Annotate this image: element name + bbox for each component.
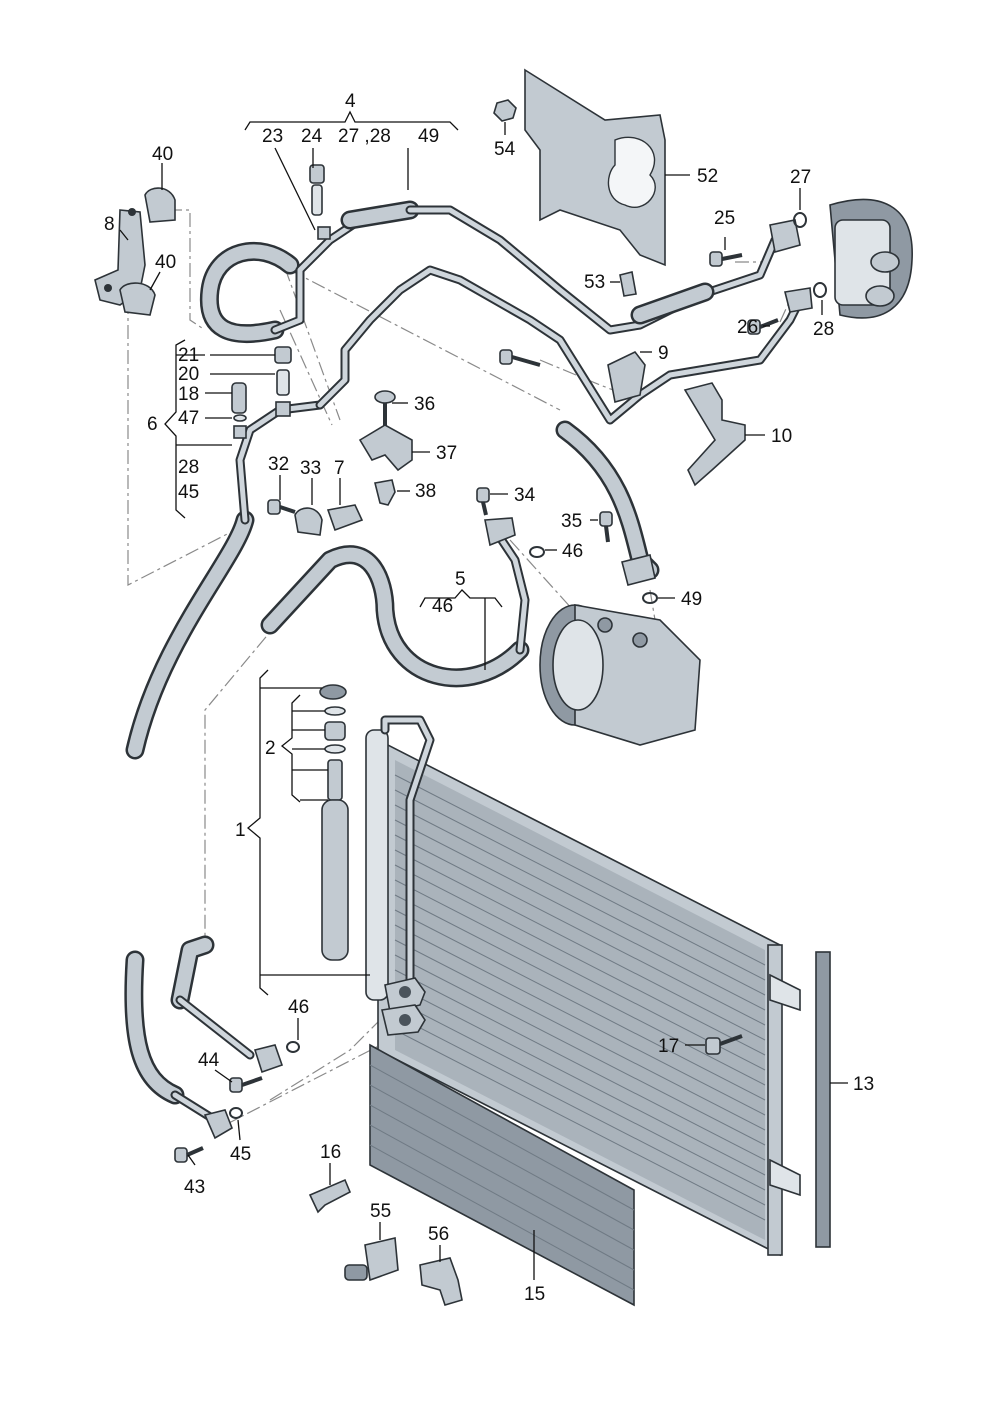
callout-36: 36	[414, 394, 435, 415]
callout-4: 4	[345, 91, 356, 112]
clip-38	[374, 479, 396, 506]
compressor	[539, 604, 701, 746]
seal-27	[793, 212, 807, 228]
bolt-34	[476, 487, 490, 516]
leader-lines	[119, 110, 848, 1280]
callout-16: 16	[320, 1142, 341, 1163]
callout-53: 53	[584, 272, 605, 293]
callout-25: 25	[714, 208, 735, 229]
callout-47: 47	[178, 408, 199, 429]
callout-18: 18	[178, 384, 199, 405]
callout-54: 54	[494, 139, 516, 160]
condenser-fins	[394, 774, 766, 1221]
bolt-17	[705, 1034, 743, 1055]
clip-53	[619, 271, 637, 297]
seal-45	[229, 1107, 243, 1119]
clamp-9	[607, 350, 646, 404]
callout-38: 38	[415, 481, 436, 502]
radiator-grille	[369, 1043, 635, 1307]
callout-43: 43	[184, 1177, 205, 1198]
clamp-40-lower	[119, 282, 156, 316]
valve-23-24	[309, 164, 331, 240]
seal-46-upper	[529, 546, 545, 558]
callout-45b: 45	[230, 1144, 251, 1165]
callout-21: 21	[178, 345, 199, 366]
callout-28b: 28	[178, 457, 199, 478]
callout-17: 17	[658, 1036, 679, 1057]
callout-27-28: 27 ,28	[338, 126, 391, 147]
callout-15: 15	[524, 1284, 545, 1305]
bracket-10	[683, 382, 746, 487]
evaporator-flange	[829, 198, 913, 319]
bolt-44	[229, 1076, 263, 1093]
callout-49b: 49	[681, 589, 702, 610]
seal-49	[642, 592, 658, 604]
refrigerant-line-49	[315, 265, 813, 586]
callout-23: 23	[262, 126, 283, 147]
clip-16	[308, 1178, 352, 1214]
nut-54	[493, 99, 517, 122]
callout-40a: 40	[152, 144, 173, 165]
callout-9: 9	[658, 343, 669, 364]
seal-46-lower	[286, 1041, 300, 1053]
refrigerant-line-5	[170, 517, 530, 1074]
callout-8: 8	[104, 214, 115, 235]
callout-37: 37	[436, 443, 457, 464]
clamp-7	[326, 504, 364, 532]
clamp-33	[294, 507, 323, 536]
condenser	[365, 715, 801, 1257]
seal-strip	[815, 951, 831, 1248]
callout-13: 13	[853, 1074, 874, 1095]
bracket-56	[419, 1257, 463, 1306]
callout-2: 2	[265, 738, 276, 759]
refrigerant-line-6	[124, 400, 325, 1140]
bolt-35	[599, 511, 613, 543]
bracket-37	[358, 424, 413, 472]
bolt-9	[499, 349, 541, 367]
callout-49a: 49	[418, 126, 439, 147]
bolt-32	[267, 499, 296, 515]
callout-40b: 40	[155, 252, 176, 273]
seal-28	[813, 282, 827, 298]
callout-45a: 45	[178, 482, 199, 503]
callout-33: 33	[300, 458, 321, 479]
pressure-sensor-55	[344, 1237, 399, 1282]
callout-5: 5	[455, 569, 466, 590]
callout-26: 26	[737, 317, 758, 338]
callout-1: 1	[235, 820, 246, 841]
valve-20-21	[274, 346, 292, 417]
bolt-25	[709, 251, 743, 267]
callout-56: 56	[428, 1224, 449, 1245]
callout-34: 34	[514, 485, 536, 506]
callout-20: 20	[178, 364, 199, 385]
callout-46c: 46	[288, 997, 309, 1018]
callout-44: 44	[198, 1050, 220, 1071]
callout-24: 24	[301, 126, 323, 147]
pressure-switch-18	[231, 382, 247, 439]
clamp-40-upper	[144, 187, 176, 223]
callout-35: 35	[561, 511, 582, 532]
bolt-36	[374, 390, 396, 428]
callout-32: 32	[268, 454, 289, 475]
bracket-8	[94, 208, 146, 306]
refrigerant-line-4	[199, 200, 801, 344]
callout-6: 6	[147, 414, 158, 435]
callout-labels: 4 23 24 27 ,28 49 40 8 40 54 52 27 25 53…	[104, 91, 874, 1305]
receiver-drier	[319, 684, 349, 961]
callout-10: 10	[771, 426, 792, 447]
callout-46b: 46	[432, 596, 453, 617]
callout-55: 55	[370, 1201, 391, 1222]
callout-27a: 27	[790, 167, 811, 188]
callout-46a: 46	[562, 541, 583, 562]
bolt-43	[174, 1146, 204, 1163]
callout-52: 52	[697, 166, 718, 187]
heat-shield	[524, 68, 666, 267]
callout-7: 7	[334, 458, 345, 479]
callout-28a: 28	[813, 319, 834, 340]
